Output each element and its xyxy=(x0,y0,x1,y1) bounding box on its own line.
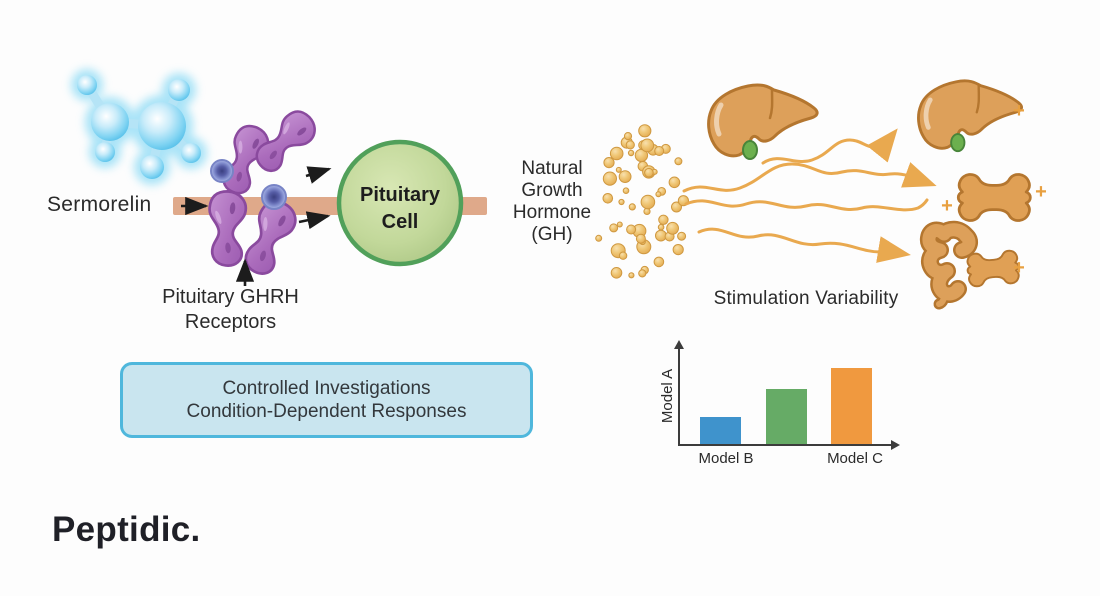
chart-x-tick-label: Model B xyxy=(698,450,754,467)
gh-dots xyxy=(595,124,690,279)
chart-y-axis-arrow-icon xyxy=(674,340,684,349)
chart-bar xyxy=(766,389,807,444)
receptors-label-line2: Receptors xyxy=(184,311,277,333)
to-cell-arrow-lower xyxy=(298,211,331,230)
liver-icon xyxy=(709,85,818,159)
ligand-icon xyxy=(210,159,234,183)
intestine-icon xyxy=(919,220,979,310)
info-box: Controlled Investigations Condition-Depe… xyxy=(120,362,533,438)
info-box-line2: Condition-Dependent Responses xyxy=(186,401,467,422)
chart-x-axis-arrow-icon xyxy=(891,440,900,450)
model-comparison-chart: Model A Model B Model C xyxy=(659,340,910,480)
wavy-arrow-gut xyxy=(697,227,911,263)
plus-icon: + xyxy=(1013,100,1025,122)
plus-icon: + xyxy=(1035,181,1047,203)
pituitary-cell-label: Pituitary Cell xyxy=(340,182,460,236)
wavy-arrow-liver xyxy=(761,128,898,165)
bone-icon xyxy=(956,173,1032,222)
chart-x-axis xyxy=(678,444,894,446)
wavy-line xyxy=(684,198,929,212)
stimulation-arrows xyxy=(682,128,937,263)
brand-logo: Peptidic. xyxy=(52,510,201,549)
gh-label: Natural Growth Hormone (GH) xyxy=(512,158,592,245)
pituitary-cell-icon xyxy=(336,139,464,267)
receptors-label-line1: Pituitary GHRH xyxy=(162,286,299,308)
plus-icon: + xyxy=(1013,257,1025,279)
chart-y-axis xyxy=(678,349,680,445)
chart-bar xyxy=(831,368,872,444)
flow-arrows xyxy=(181,166,332,286)
chart-x-tick-label: Model C xyxy=(827,450,883,467)
sermorelin-molecule-icon xyxy=(71,69,207,185)
plus-icon: + xyxy=(941,195,953,217)
cell-label-line1: Pituitary xyxy=(359,184,441,206)
sermorelin-label: Sermorelin xyxy=(47,193,152,216)
receptors-label: Pituitary GHRH Receptors xyxy=(158,285,303,335)
chart-bar xyxy=(700,417,741,444)
cell-label-line2: Cell xyxy=(381,211,419,233)
info-box-line1: Controlled Investigations xyxy=(222,378,431,399)
liver-boosted-icon xyxy=(918,81,1021,151)
to-cell-arrow-upper xyxy=(305,166,332,184)
chart-y-axis-label: Model A xyxy=(659,368,676,424)
wavy-arrow-bone xyxy=(682,162,937,193)
ligand-icon xyxy=(261,184,287,210)
stimulation-label: Stimulation Variability xyxy=(713,288,899,309)
